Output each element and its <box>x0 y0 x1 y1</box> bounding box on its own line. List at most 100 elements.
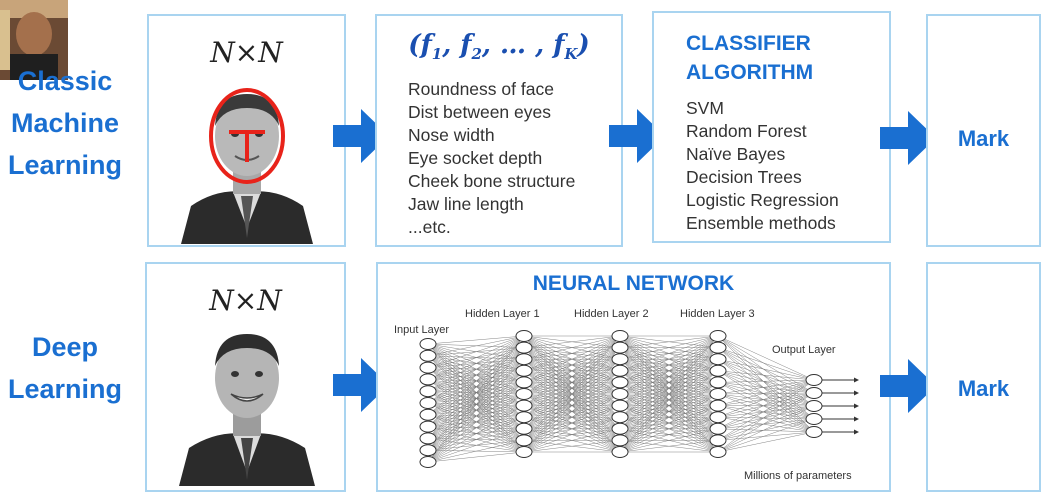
classifier-title: CLASSIFIER ALGORITHM <box>686 29 886 87</box>
classifier-item: Logistic Regression <box>686 190 839 210</box>
deep-output-box: Mark <box>926 262 1041 492</box>
hidden-layer-3-label: Hidden Layer 3 <box>680 308 755 320</box>
classic-face-photo <box>177 88 317 244</box>
output-arrow-head <box>854 403 859 409</box>
nn-node <box>709 376 727 389</box>
nn-footnote: Millions of parameters <box>744 470 852 482</box>
output-arrow-head <box>854 377 859 383</box>
nn-node <box>419 432 437 445</box>
deep-learning-label: Deep Learning <box>0 326 130 410</box>
nn-node <box>419 373 437 386</box>
deep-output-mark: Mark <box>957 376 1010 401</box>
presenter-webcam <box>0 0 68 80</box>
nn-node <box>709 364 727 377</box>
nn-node <box>805 387 823 399</box>
feature-item: Roundness of face <box>408 79 554 99</box>
nn-node <box>515 330 533 342</box>
input-layer-label: Input Layer <box>394 324 450 336</box>
nn-node <box>709 446 727 458</box>
nn-node <box>515 353 533 366</box>
nn-node <box>611 422 629 435</box>
nn-node <box>515 376 533 389</box>
classifier-title-line2: ALGORITHM <box>686 61 814 84</box>
nn-node <box>805 400 823 412</box>
nn-node <box>611 364 629 377</box>
deep-input-box: N×N <box>145 262 346 492</box>
nn-connections <box>427 335 815 463</box>
neural-network-title: NEURAL NETWORK <box>532 272 735 295</box>
nn-node <box>709 399 727 412</box>
nn-node <box>805 426 823 438</box>
deep-face-photo <box>177 326 317 486</box>
arrow-right-icon <box>333 358 389 412</box>
hidden-layer-2-label: Hidden Layer 2 <box>574 308 649 320</box>
nn-node <box>515 341 533 354</box>
output-arrow-head <box>854 416 859 422</box>
nn-node <box>515 388 533 400</box>
classifier-item: Ensemble methods <box>686 213 836 233</box>
feature-item: Cheek bone structure <box>408 171 576 191</box>
nn-node <box>419 361 437 374</box>
output-layer-label: Output Layer <box>772 344 836 356</box>
arrow-right-icon <box>880 111 936 165</box>
classifier-item: Decision Trees <box>686 167 802 187</box>
neural-network-box: NEURAL NETWORK Input Layer Hidden Layer … <box>376 262 891 492</box>
nn-node <box>515 434 533 447</box>
classifier-box: CLASSIFIER ALGORITHM SVM Random Forest N… <box>652 11 891 243</box>
classic-input-box: N×N <box>147 14 346 247</box>
output-arrow-head <box>854 429 859 435</box>
nn-node <box>611 388 629 400</box>
classifier-title-line1: CLASSIFIER <box>686 32 811 55</box>
nn-node <box>419 456 437 468</box>
features-title: (f1, f2, … , fK) <box>408 30 590 64</box>
classic-ml-label: Classic Machine Learning <box>0 60 130 186</box>
nn-node <box>611 330 629 342</box>
nn-node <box>419 397 437 409</box>
classifier-item: Naïve Bayes <box>686 144 786 164</box>
neural-network-graph <box>419 330 859 468</box>
nn-node <box>611 399 629 412</box>
nn-node <box>419 420 437 433</box>
nn-node <box>611 411 629 424</box>
feature-item: Eye socket depth <box>408 148 543 168</box>
features-box: (f1, f2, … , fK) Roundness of face Dist … <box>375 14 623 247</box>
nn-node <box>709 341 727 354</box>
arrow-right-icon <box>880 359 936 413</box>
nn-node <box>419 349 437 362</box>
nn-node <box>611 376 629 389</box>
feature-item: Nose width <box>408 125 495 145</box>
output-arrow-head <box>854 390 859 396</box>
nn-node <box>709 434 727 447</box>
deep-input-size: N×N <box>209 284 282 317</box>
nn-node <box>611 341 629 354</box>
classifier-item: SVM <box>686 98 724 118</box>
nn-node <box>709 411 727 424</box>
nn-node <box>805 413 823 425</box>
classic-output-mark: Mark <box>957 126 1010 151</box>
classifier-item: Random Forest <box>686 121 807 141</box>
hidden-layer-1-label: Hidden Layer 1 <box>465 308 540 320</box>
nn-node <box>515 411 533 424</box>
nn-node <box>709 353 727 366</box>
classic-input-size: N×N <box>210 36 283 69</box>
nn-node <box>709 330 727 342</box>
nn-node <box>419 385 437 398</box>
arrow-right-icon <box>609 109 665 163</box>
nn-node <box>709 388 727 400</box>
nn-node <box>611 434 629 447</box>
nn-node <box>515 364 533 377</box>
classic-output-box: Mark <box>926 14 1041 247</box>
feature-item: Jaw line length <box>408 194 524 214</box>
nn-node <box>805 374 823 386</box>
nn-node <box>419 408 437 421</box>
nn-node <box>515 446 533 458</box>
nn-node <box>709 422 727 435</box>
feature-list: Roundness of face Dist between eyes Nose… <box>408 78 575 239</box>
deep-learning-label-text: Deep Learning <box>7 332 122 404</box>
nn-node <box>515 399 533 412</box>
classifier-list: SVM Random Forest Naïve Bayes Decision T… <box>686 97 839 235</box>
feature-item: Dist between eyes <box>408 102 551 122</box>
nn-node <box>515 422 533 435</box>
nn-node <box>611 446 629 458</box>
nn-node <box>419 444 437 457</box>
